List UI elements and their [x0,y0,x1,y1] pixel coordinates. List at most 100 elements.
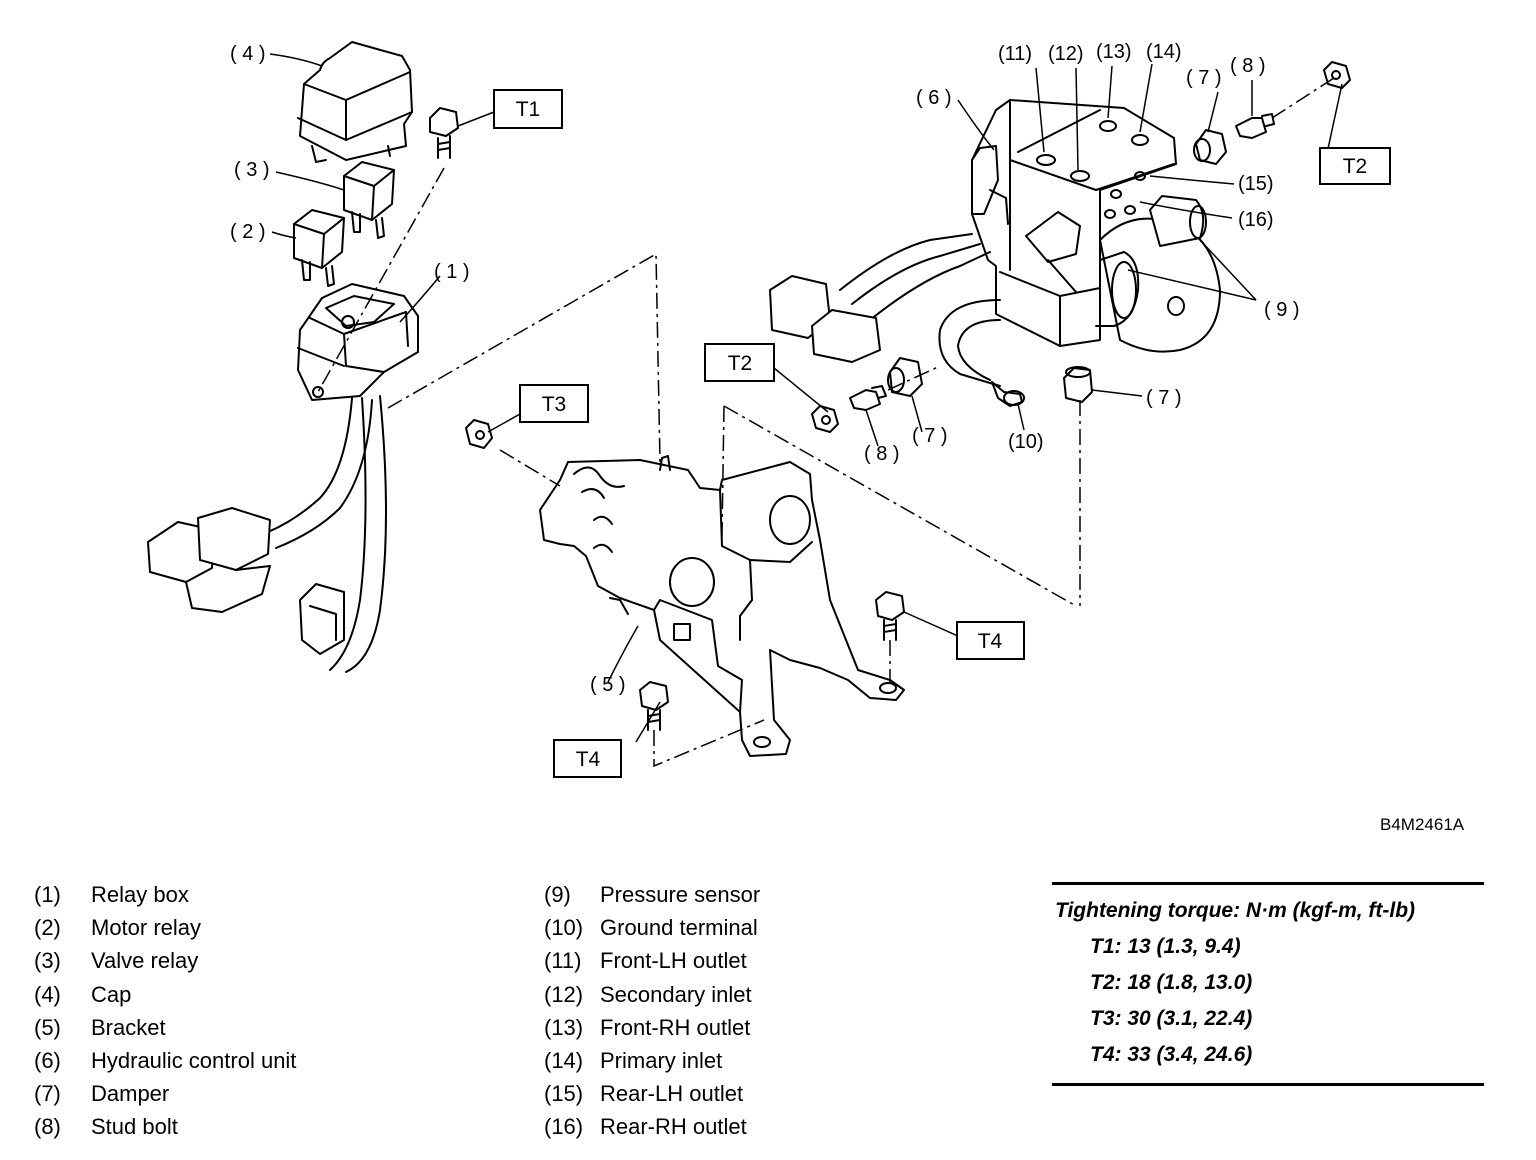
legend-num: (8) [34,1114,61,1140]
t1-tag: T1 [516,98,541,121]
hydraulic-control-unit [769,99,1221,407]
t2-tag-lower: T2 [728,352,753,375]
figure-code: B4M2461A [1380,815,1465,834]
legend-num: (9) [544,882,571,907]
legend-name: Secondary inlet [600,981,752,1007]
legend-item: (2) Motor relay [34,911,296,944]
callout-10: (10) [1008,431,1044,453]
legend-num: (4) [34,981,61,1007]
callout-2: ( 2 ) [230,221,266,243]
damper-lower-right [1063,366,1093,403]
callout-13: (13) [1096,41,1132,63]
legend-name: Valve relay [91,948,199,974]
legend-left: (1) Relay box (2) Motor relay (3) Valve rel… [34,878,296,1144]
callout-8-top: ( 8 ) [1230,55,1266,77]
legend-item: (5) Bracket [34,1011,296,1044]
legend-num: (11) [544,948,582,974]
relay-harness [147,395,387,673]
legend-item: (15) Rear-LH outlet [544,1077,760,1110]
legend-num: (1) [34,882,61,907]
callout-4: ( 4 ) [230,43,266,65]
t4-tag-left: T4 [576,748,601,771]
callout-14: (14) [1146,41,1182,63]
legend-name: Cap [91,981,132,1007]
cap-part [297,41,413,163]
legend-item: (11) Front-LH outlet [544,944,760,977]
legend-item: (3) Valve relay [34,944,296,977]
legend-num: (3) [34,948,61,974]
callout-1: ( 1 ) [434,261,470,283]
t1-bolt [429,107,459,159]
legend-name: Front-LH outlet [600,948,747,974]
legend-item: (7) Damper [34,1077,296,1110]
legend-item: (16) Rear-RH outlet [544,1110,760,1143]
t2-tag-top: T2 [1343,155,1368,178]
torque-spec-box: Tightening torque: N·m (kgf-m, ft-lb) T1… [1052,882,1484,1086]
stud-bolt-lower [849,385,887,411]
legend-num: (2) [34,915,61,941]
legend-right: (9) Pressure sensor (10) Ground terminal (… [544,878,760,1144]
legend-item: (6) Hydraulic control unit [34,1044,296,1077]
legend-name: Primary inlet [600,1048,723,1074]
t2-nut-top [1323,61,1351,89]
legend-name: Front-RH outlet [600,1014,751,1040]
legend-name: Ground terminal [600,915,758,941]
legend-name: Relay box [91,882,189,907]
legend-item: (13) Front-RH outlet [544,1011,760,1044]
torque-row-t4: T4: 33 (3.4, 24.6) [1090,1043,1253,1066]
legend-num: (13) [544,1014,584,1040]
alignment-lines [317,77,1335,768]
torque-row-t3: T3: 30 (3.1, 22.4) [1090,1007,1253,1030]
bracket-part [539,455,905,757]
legend-name: Stud bolt [91,1114,178,1140]
legend-name: Damper [91,1081,170,1107]
exploded-diagram: T1 T2 T2 T3 T4 T4 ( 4 ) ( 3 ) ( 2 ) ( 1 … [147,41,1391,778]
legend-num: (7) [34,1081,61,1107]
legend-num: (14) [544,1048,584,1074]
relay-box-part [297,283,419,401]
motor-relay-part [293,209,345,287]
legend-item: (4) Cap [34,978,296,1011]
legend-item: (9) Pressure sensor [544,878,760,911]
stud-bolt-top [1235,113,1275,139]
legend-name: Rear-LH outlet [600,1081,744,1107]
t3-tag: T3 [542,393,567,416]
t4-tag-right: T4 [978,630,1003,653]
legend-num: (16) [544,1114,584,1140]
legend-num: (5) [34,1014,61,1040]
leader-lines [269,53,1343,743]
legend-num: (12) [544,981,584,1007]
legend-item: (12) Secondary inlet [544,978,760,1011]
callout-16: (16) [1238,209,1274,231]
legend-name: Hydraulic control unit [91,1048,297,1074]
callout-5: ( 5 ) [590,674,626,696]
callout-12: (12) [1048,43,1084,65]
callout-6: ( 6 ) [916,87,952,109]
callout-7-lower: ( 7 ) [912,425,948,447]
legend-name: Motor relay [91,915,202,941]
legend-num: (10) [544,915,584,941]
t3-nut [465,419,493,449]
legend-item: (10) Ground terminal [544,911,760,944]
torque-tag-boxes [493,89,1391,778]
damper-lower-left [887,357,923,397]
callout-7-right: ( 7 ) [1146,387,1182,409]
callout-3: ( 3 ) [234,159,270,181]
t4-bolt-left [639,681,669,731]
callout-11: (11) [998,43,1032,65]
legend-name: Rear-RH outlet [600,1114,747,1140]
legend-item: (8) Stud bolt [34,1110,296,1143]
torque-row-t1: T1: 13 (1.3, 9.4) [1090,935,1241,958]
callout-9: ( 9 ) [1264,299,1300,321]
callout-8-lower: ( 8 ) [864,443,900,465]
torque-title: Tightening torque: N·m (kgf-m, ft-lb) [1055,899,1416,922]
legend-num: (15) [544,1081,584,1107]
legend-name: Bracket [91,1014,166,1040]
legend-item: (14) Primary inlet [544,1044,760,1077]
legend-name: Pressure sensor [600,882,761,907]
callout-15: (15) [1238,173,1274,195]
callout-7-top: ( 7 ) [1186,67,1222,89]
torque-row-t2: T2: 18 (1.8, 13.0) [1090,971,1253,994]
damper-top [1193,129,1227,165]
legend-num: (6) [34,1048,61,1074]
